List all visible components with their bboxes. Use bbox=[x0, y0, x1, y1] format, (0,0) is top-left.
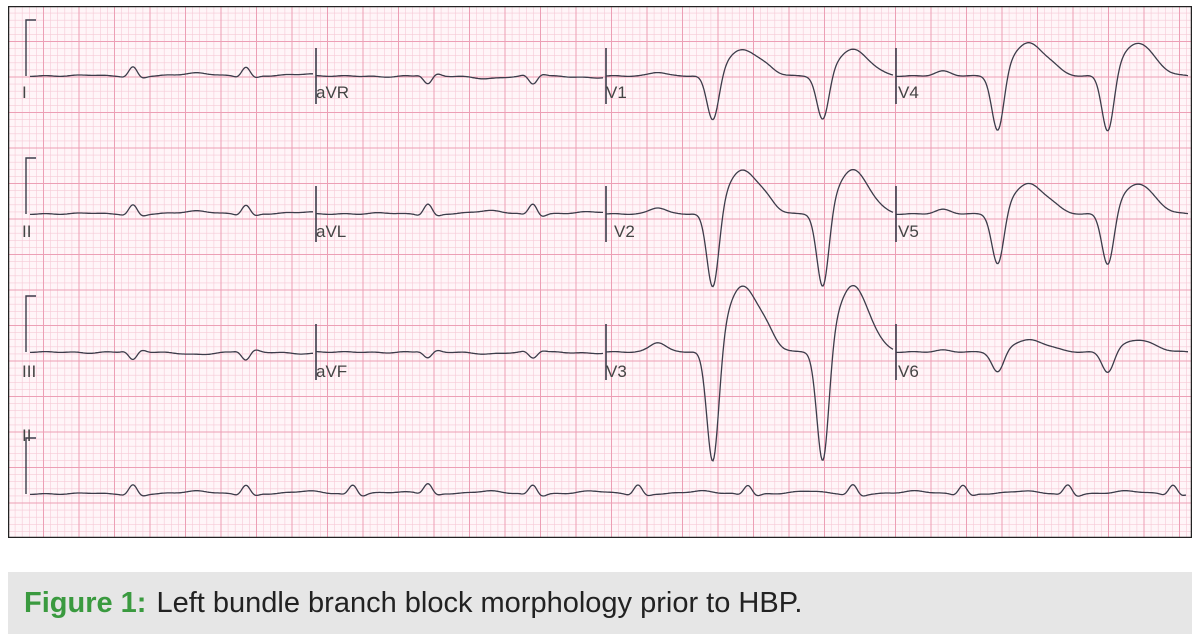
lead-label-avr: aVR bbox=[316, 83, 349, 102]
lead-label-avl: aVL bbox=[316, 222, 346, 241]
trace-lead-v2 bbox=[605, 168, 894, 288]
calibration-pulse-rhythm bbox=[25, 437, 36, 494]
trace-lead-ii bbox=[30, 204, 313, 217]
grid-major bbox=[8, 6, 1192, 538]
lead-label-rhythm-ii: II bbox=[22, 426, 31, 445]
lead-label-v2: V2 bbox=[614, 222, 635, 241]
lead-label-v3: V3 bbox=[606, 362, 627, 381]
lead-label-ii: II bbox=[22, 222, 31, 241]
lead-label-avf: aVF bbox=[316, 362, 347, 381]
trace-lead-avr bbox=[316, 73, 604, 85]
ecg-traces bbox=[25, 19, 1189, 497]
caption-text: Left bundle branch block morphology prio… bbox=[156, 586, 803, 619]
calibration-pulse-row2 bbox=[25, 157, 36, 214]
trace-lead-v4 bbox=[896, 42, 1189, 132]
trace-lead-v3 bbox=[605, 284, 894, 462]
trace-lead-iii bbox=[30, 349, 313, 361]
trace-lead-v6 bbox=[896, 338, 1189, 373]
trace-lead-v1 bbox=[605, 48, 894, 121]
calibration-pulse-row1 bbox=[25, 19, 36, 76]
ecg-figure: I aVR V1 V4 II aVL V2 V5 III aVF V3 V6 I… bbox=[8, 6, 1192, 538]
trace-lead-i bbox=[30, 66, 313, 79]
trace-lead-avf bbox=[316, 349, 604, 359]
ecg-chart: I aVR V1 V4 II aVL V2 V5 III aVF V3 V6 I… bbox=[8, 6, 1192, 538]
lead-label-v1: V1 bbox=[606, 83, 627, 102]
grid-minor bbox=[8, 6, 1192, 538]
figure-caption: Figure 1: Left bundle branch block morph… bbox=[8, 572, 1192, 634]
trace-rhythm-ii bbox=[30, 483, 1187, 497]
caption-prefix: Figure 1: bbox=[24, 586, 147, 619]
lead-label-v4: V4 bbox=[898, 83, 919, 102]
lead-label-v6: V6 bbox=[898, 362, 919, 381]
lead-label-v5: V5 bbox=[898, 222, 919, 241]
ecg-border bbox=[8, 6, 1192, 538]
calibration-pulse-row3 bbox=[25, 295, 36, 352]
trace-lead-v5 bbox=[896, 182, 1189, 265]
lead-labels: I aVR V1 V4 II aVL V2 V5 III aVF V3 V6 I… bbox=[22, 83, 919, 445]
lead-label-iii: III bbox=[22, 362, 36, 381]
trace-lead-avl bbox=[316, 203, 603, 217]
lead-label-i: I bbox=[22, 83, 27, 102]
